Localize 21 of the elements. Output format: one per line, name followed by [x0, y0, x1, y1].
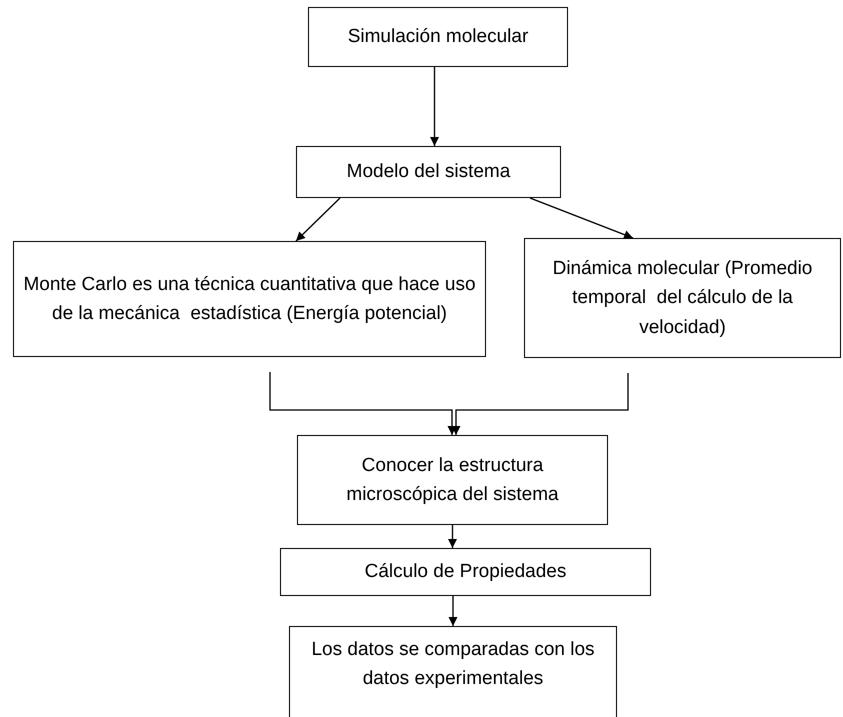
- process-box: [280, 548, 651, 596]
- process-box: [13, 241, 486, 357]
- box-label: Monte Carlo es una técnica cuantitativa que hace uso de la mecánica estadística (Energía potencial): [22, 272, 477, 326]
- arrow: [430, 67, 439, 146]
- arrow: [448, 525, 457, 548]
- arrow: [269, 372, 456, 435]
- box-label: Simulación molecular: [346, 25, 530, 50]
- box-label: Cálculo de Propiedades: [364, 560, 568, 584]
- process-box: [524, 238, 841, 358]
- process-box: [289, 626, 617, 717]
- process-box: [297, 435, 608, 525]
- process-box: [308, 7, 568, 67]
- process-box: [296, 146, 561, 198]
- arrow: [530, 197, 634, 239]
- box-label: Conocer la estructura microscópica del sistema: [345, 454, 560, 507]
- arrow: [296, 198, 340, 242]
- box-label: Los datos se comparadas con los datos experimentales: [310, 638, 596, 692]
- box-label: Dinámica molecular (Promedio temporal del cálculo de la velocidad): [552, 256, 814, 340]
- box-label: Modelo del sistema: [346, 160, 512, 184]
- arrow: [452, 373, 629, 435]
- arrow: [448, 596, 458, 626]
